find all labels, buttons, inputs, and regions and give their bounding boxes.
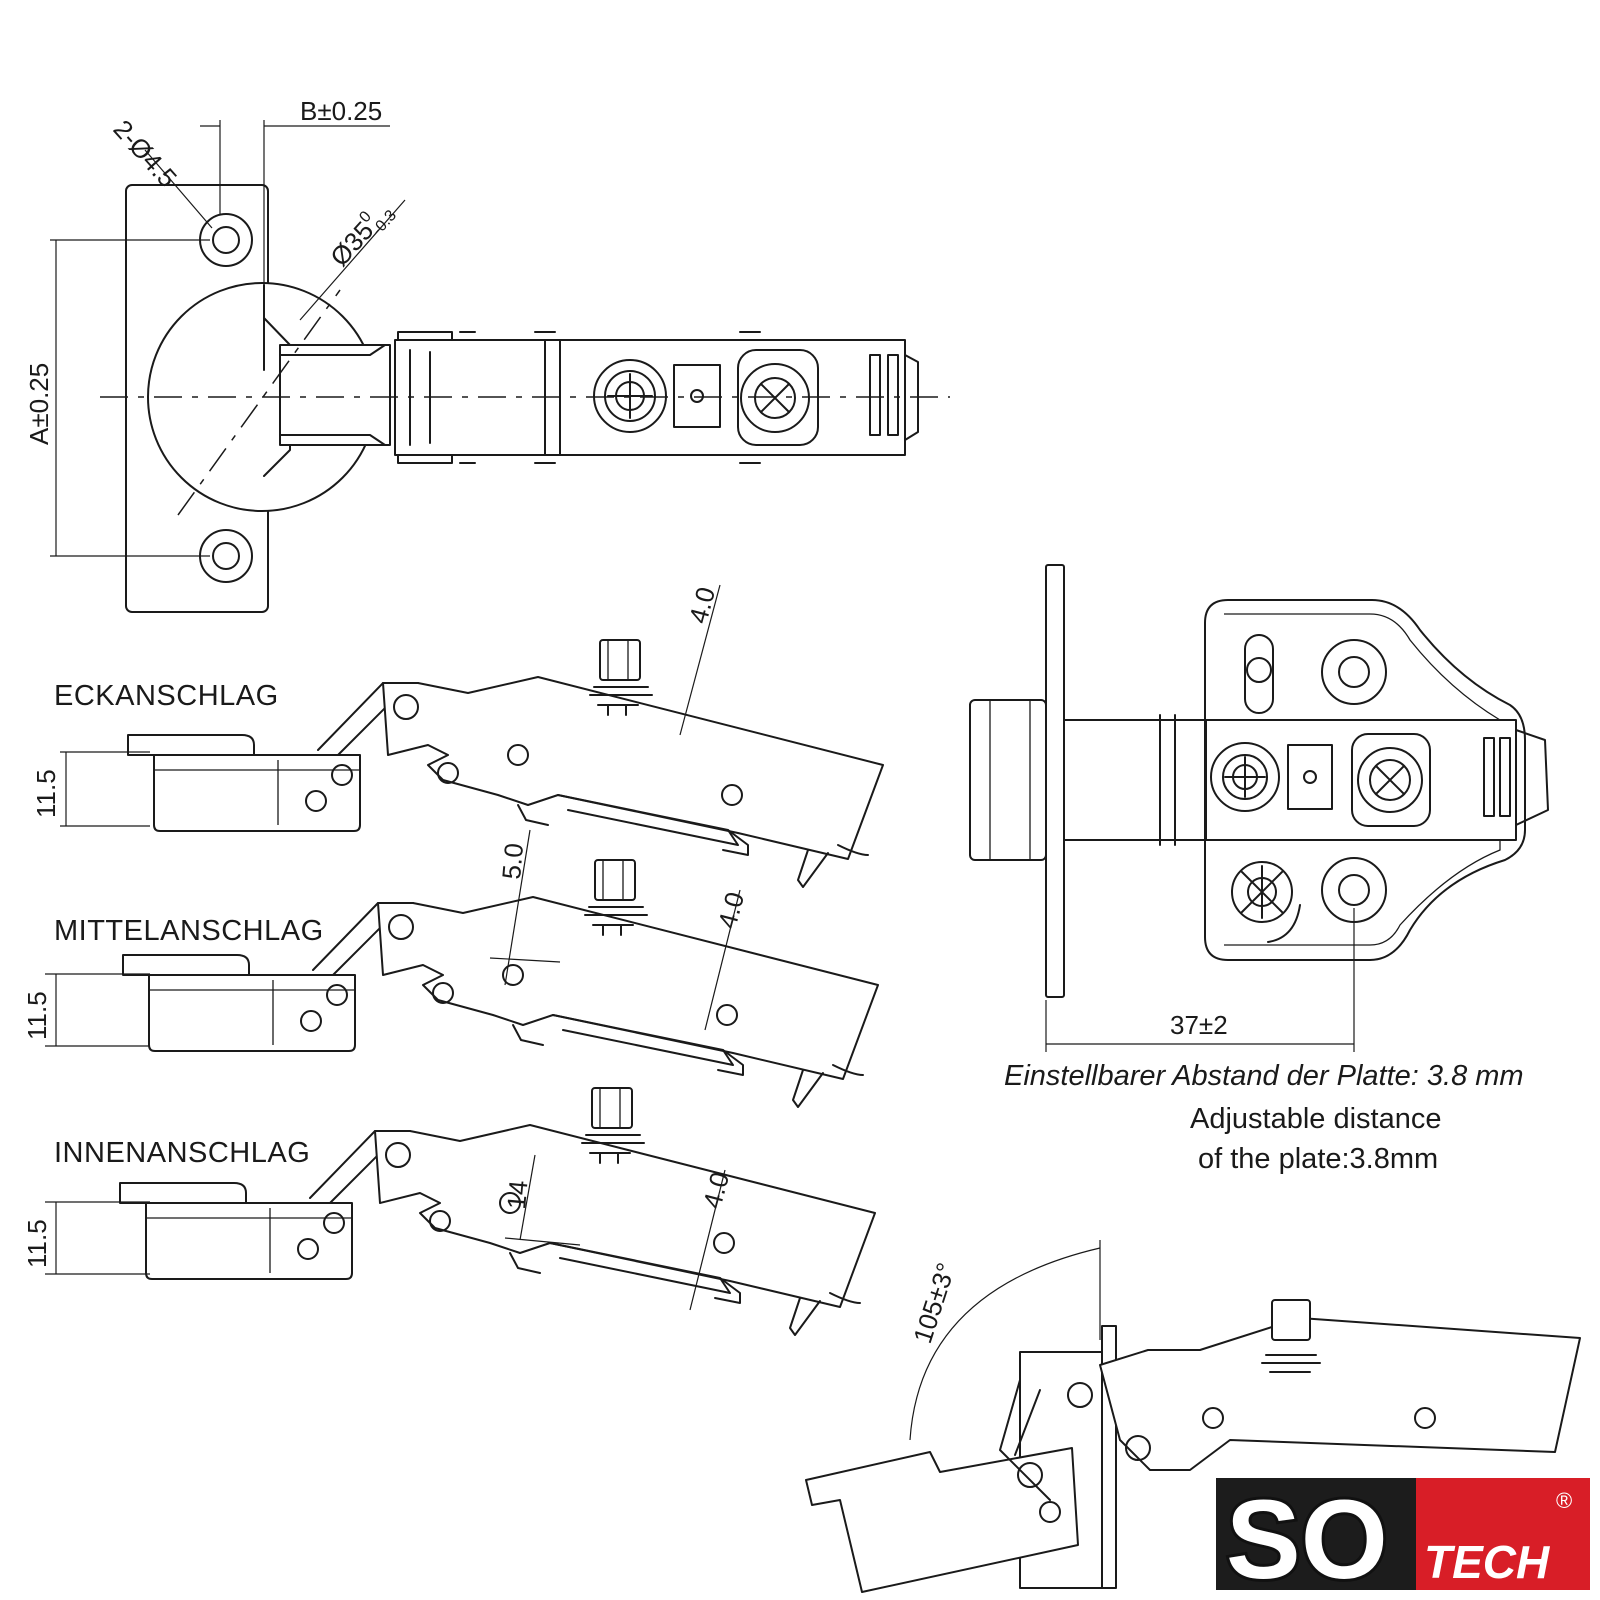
sotech-logo: SO TECH ® [1216, 1478, 1590, 1590]
arm-neck [279, 344, 391, 446]
side-view-innenanschlag: INNENANSCHLAG 11.5 14 4.0 [22, 1087, 876, 1336]
top-view [100, 184, 950, 613]
dim-plate-height-1: 11.5 [31, 769, 61, 818]
logo-left-block [1216, 1478, 1416, 1590]
label-eckanschlag: ECKANSCHLAG [54, 680, 279, 712]
label-innenanschlag: INNENANSCHLAG [54, 1137, 310, 1169]
open-door-cup [805, 1447, 1079, 1593]
dim-eck-offset: 4.0 [683, 584, 721, 627]
logo-right-block [1416, 1478, 1590, 1590]
note-english-line1: Adjustable distance [1190, 1103, 1442, 1135]
side-view-mittelanschlag: MITTELANSCHLAG 11.5 5.0 4.0 [22, 829, 879, 1108]
svg-text:Ø350-0.3: Ø350-0.3 [323, 195, 400, 275]
dim-plate-distance: 37±2 [1170, 1010, 1228, 1040]
note-english-line2: of the plate:3.8mm [1198, 1143, 1438, 1175]
logo-registered: ® [1556, 1488, 1572, 1513]
logo-tech: TECH [1424, 1536, 1550, 1588]
dim-a: A±0.25 [24, 363, 54, 445]
dim-b: B±0.25 [300, 96, 382, 126]
door-edge [1045, 564, 1065, 998]
adjust-plate [673, 364, 721, 428]
dim-mittel-offset-a: 5.0 [496, 842, 529, 881]
side-view-eckanschlag: ECKANSCHLAG 11.5 4.0 [31, 584, 884, 888]
plate-top-view: 37±2 [969, 564, 1549, 1052]
label-mittelanschlag: MITTELANSCHLAG [54, 915, 324, 947]
dim-opening-angle: 105±3° [907, 1259, 961, 1347]
dim-mittel-offset-b: 4.0 [712, 889, 750, 932]
logo-so: SO [1226, 1478, 1388, 1590]
dim-plate-height-3: 11.5 [22, 1219, 52, 1268]
dim-hole-dia: 2-Ø4.5 [108, 114, 183, 193]
note-german: Einstellbarer Abstand der Platte: 3.8 mm [1004, 1060, 1524, 1092]
dim-innen-offset-a: 14 [501, 1179, 533, 1210]
dim-plate-height-2: 11.5 [22, 991, 52, 1040]
cam-screw [593, 359, 667, 433]
cup-profile [969, 699, 1047, 861]
